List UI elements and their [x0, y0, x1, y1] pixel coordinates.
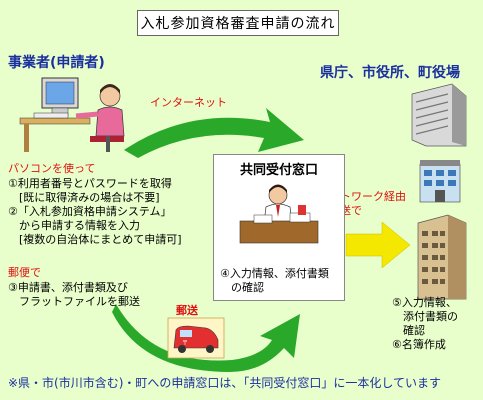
gov-steps: ⑤入力情報、 添付書類の 確認 ⑥名簿作成: [392, 296, 480, 352]
pc-step-2: ②「入札参加資格申請システム」: [8, 205, 172, 218]
internet-label: インターネット: [150, 96, 227, 109]
town-office-icon: [417, 214, 467, 300]
pc-steps: ①利用者番号とパスワードを取得 [既に取得済みの場合は不要] ②「入札参加資格申…: [8, 177, 218, 247]
joint-reception-box: 共同受付窓口 ④入力情報、添付書類 の確認: [213, 154, 345, 301]
network-arrow: [345, 221, 411, 269]
gov-step-5-cont2: 確認: [392, 324, 425, 337]
city-hall-icon: [419, 160, 461, 203]
mail-truck-icon: 〒: [167, 317, 225, 359]
clerk-desk-icon: [239, 184, 319, 244]
post-label: 郵送: [176, 304, 198, 317]
person-computer-icon: [19, 77, 125, 152]
post-arrow: [112, 304, 300, 372]
applicant-heading: 事業者(申請者): [8, 55, 105, 71]
pc-step-1: ①利用者番号とパスワードを取得: [8, 177, 172, 190]
center-step-4: ④入力情報、添付書類: [220, 267, 329, 280]
mail-step-3-cont: フラットファイルを郵送: [8, 295, 140, 308]
office-tower-icon: [411, 83, 467, 147]
pc-heading: パソコンを使って: [8, 162, 96, 175]
mail-heading: 郵便で: [8, 266, 41, 279]
internet-arrow: [124, 108, 304, 158]
center-title: 共同受付窓口: [239, 163, 318, 178]
svg-text:〒: 〒: [182, 340, 188, 347]
diagram-title: 入札参加資格審査申請の流れ: [137, 10, 339, 36]
center-step-4-cont: の確認: [220, 281, 264, 294]
mail-step-3: ③申請書、添付書類及び: [8, 281, 128, 294]
pc-step-1-note: [既に取得済みの場合は不要]: [8, 191, 160, 204]
center-steps: ④入力情報、添付書類 の確認: [220, 267, 344, 295]
gov-step-5: ⑤入力情報、: [392, 296, 457, 309]
pc-step-2-note: [複数の自治体にまとめて申請可]: [8, 233, 182, 246]
footnote: ※県・市(市川市含む)・町への申請窓口は、「共同受付窓口」に一本化しています: [8, 376, 442, 390]
pc-step-2-cont: から申請する情報を入力: [8, 219, 140, 232]
gov-step-6: ⑥名簿作成: [392, 338, 446, 351]
mail-steps: ③申請書、添付書類及び フラットファイルを郵送: [8, 281, 208, 309]
gov-step-5-cont: 添付書類の: [392, 310, 458, 323]
gov-heading: 県庁、市役所、町役場: [320, 65, 460, 81]
